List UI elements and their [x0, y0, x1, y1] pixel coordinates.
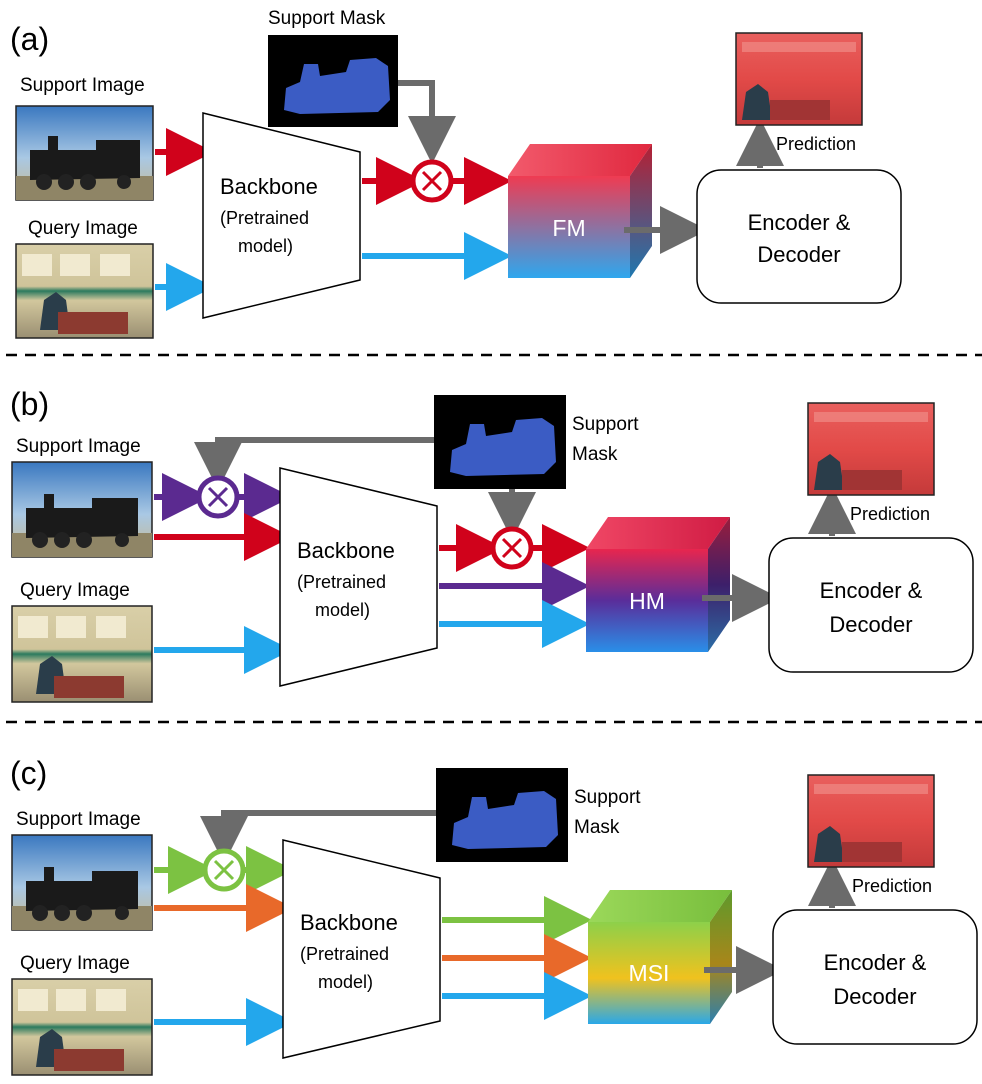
- support-image-label: Support Image: [20, 75, 145, 96]
- support-mask: [434, 395, 566, 489]
- encoder-label: Encoder &: [824, 950, 927, 975]
- backbone-block: [282, 839, 441, 1059]
- msi-cube: MSI: [588, 890, 732, 1024]
- support-image: [15, 105, 154, 201]
- decoder-label: Decoder: [833, 984, 916, 1009]
- multiply-node: [490, 526, 534, 570]
- support-image-label: Support Image: [16, 809, 141, 830]
- cube-label: FM: [552, 215, 585, 241]
- encoder-decoder-block: [768, 537, 974, 673]
- query-image: [11, 605, 153, 703]
- support-mask: [436, 768, 568, 862]
- query-image-label: Query Image: [28, 218, 138, 239]
- support-mask-label: Support Mask: [268, 8, 386, 29]
- support-mask-label-2: Mask: [572, 444, 618, 465]
- prediction-image: [735, 32, 863, 126]
- query-image: [15, 243, 154, 339]
- panel-c: (c) Support Image Query Image Support Ma…: [10, 755, 978, 1076]
- panel-a: (a) Support Image Query Image Support Ma…: [10, 8, 902, 339]
- support-mask-label-1: Support: [574, 787, 641, 808]
- arrow-mask-to-input-multiply: [200, 810, 436, 864]
- arrow-mask-to-input-multiply: [194, 437, 434, 490]
- decoder-label: Decoder: [757, 242, 840, 267]
- multiply-node: [196, 475, 240, 519]
- decoder-label: Decoder: [829, 612, 912, 637]
- multiply-node: [410, 159, 454, 203]
- backbone-label: Backbone: [220, 174, 318, 199]
- backbone-label: Backbone: [300, 910, 398, 935]
- multiply-node: [202, 848, 246, 892]
- panel-letter: (b): [10, 386, 49, 422]
- backbone-sub-1: (Pretrained: [297, 572, 386, 592]
- query-image-label: Query Image: [20, 580, 130, 601]
- support-mask-label-2: Mask: [574, 817, 620, 838]
- arrow-mask-to-multiply: [398, 80, 456, 164]
- fm-cube: FM: [508, 144, 652, 278]
- prediction-label: Prediction: [850, 504, 930, 524]
- cube-label: HM: [629, 588, 665, 614]
- hm-cube: HM: [586, 517, 730, 652]
- prediction-label: Prediction: [776, 134, 856, 154]
- support-image: [11, 834, 153, 931]
- query-image: [11, 978, 153, 1076]
- prediction-image: [807, 774, 935, 868]
- encoder-decoder-block: [772, 909, 978, 1045]
- support-image-label: Support Image: [16, 436, 141, 457]
- backbone-sub-2: model): [318, 972, 373, 992]
- encoder-decoder-block: [696, 169, 902, 304]
- backbone-block: [202, 112, 361, 319]
- panel-letter: (c): [10, 755, 47, 791]
- backbone-sub-1: (Pretrained: [220, 208, 309, 228]
- prediction-label: Prediction: [852, 876, 932, 896]
- backbone-block: [279, 467, 438, 687]
- encoder-label: Encoder &: [820, 578, 923, 603]
- support-mask-label-1: Support: [572, 414, 639, 435]
- backbone-sub-2: model): [315, 600, 370, 620]
- panel-letter: (a): [10, 21, 49, 57]
- backbone-label: Backbone: [297, 538, 395, 563]
- encoder-label: Encoder &: [748, 210, 851, 235]
- cube-label: MSI: [629, 960, 670, 986]
- prediction-image: [807, 402, 935, 496]
- backbone-sub-2: model): [238, 236, 293, 256]
- panel-b: (b) Support Image Query Image Support Ma…: [10, 386, 974, 703]
- support-image: [11, 461, 153, 558]
- backbone-sub-1: (Pretrained: [300, 944, 389, 964]
- query-image-label: Query Image: [20, 953, 130, 974]
- support-mask: [268, 35, 398, 127]
